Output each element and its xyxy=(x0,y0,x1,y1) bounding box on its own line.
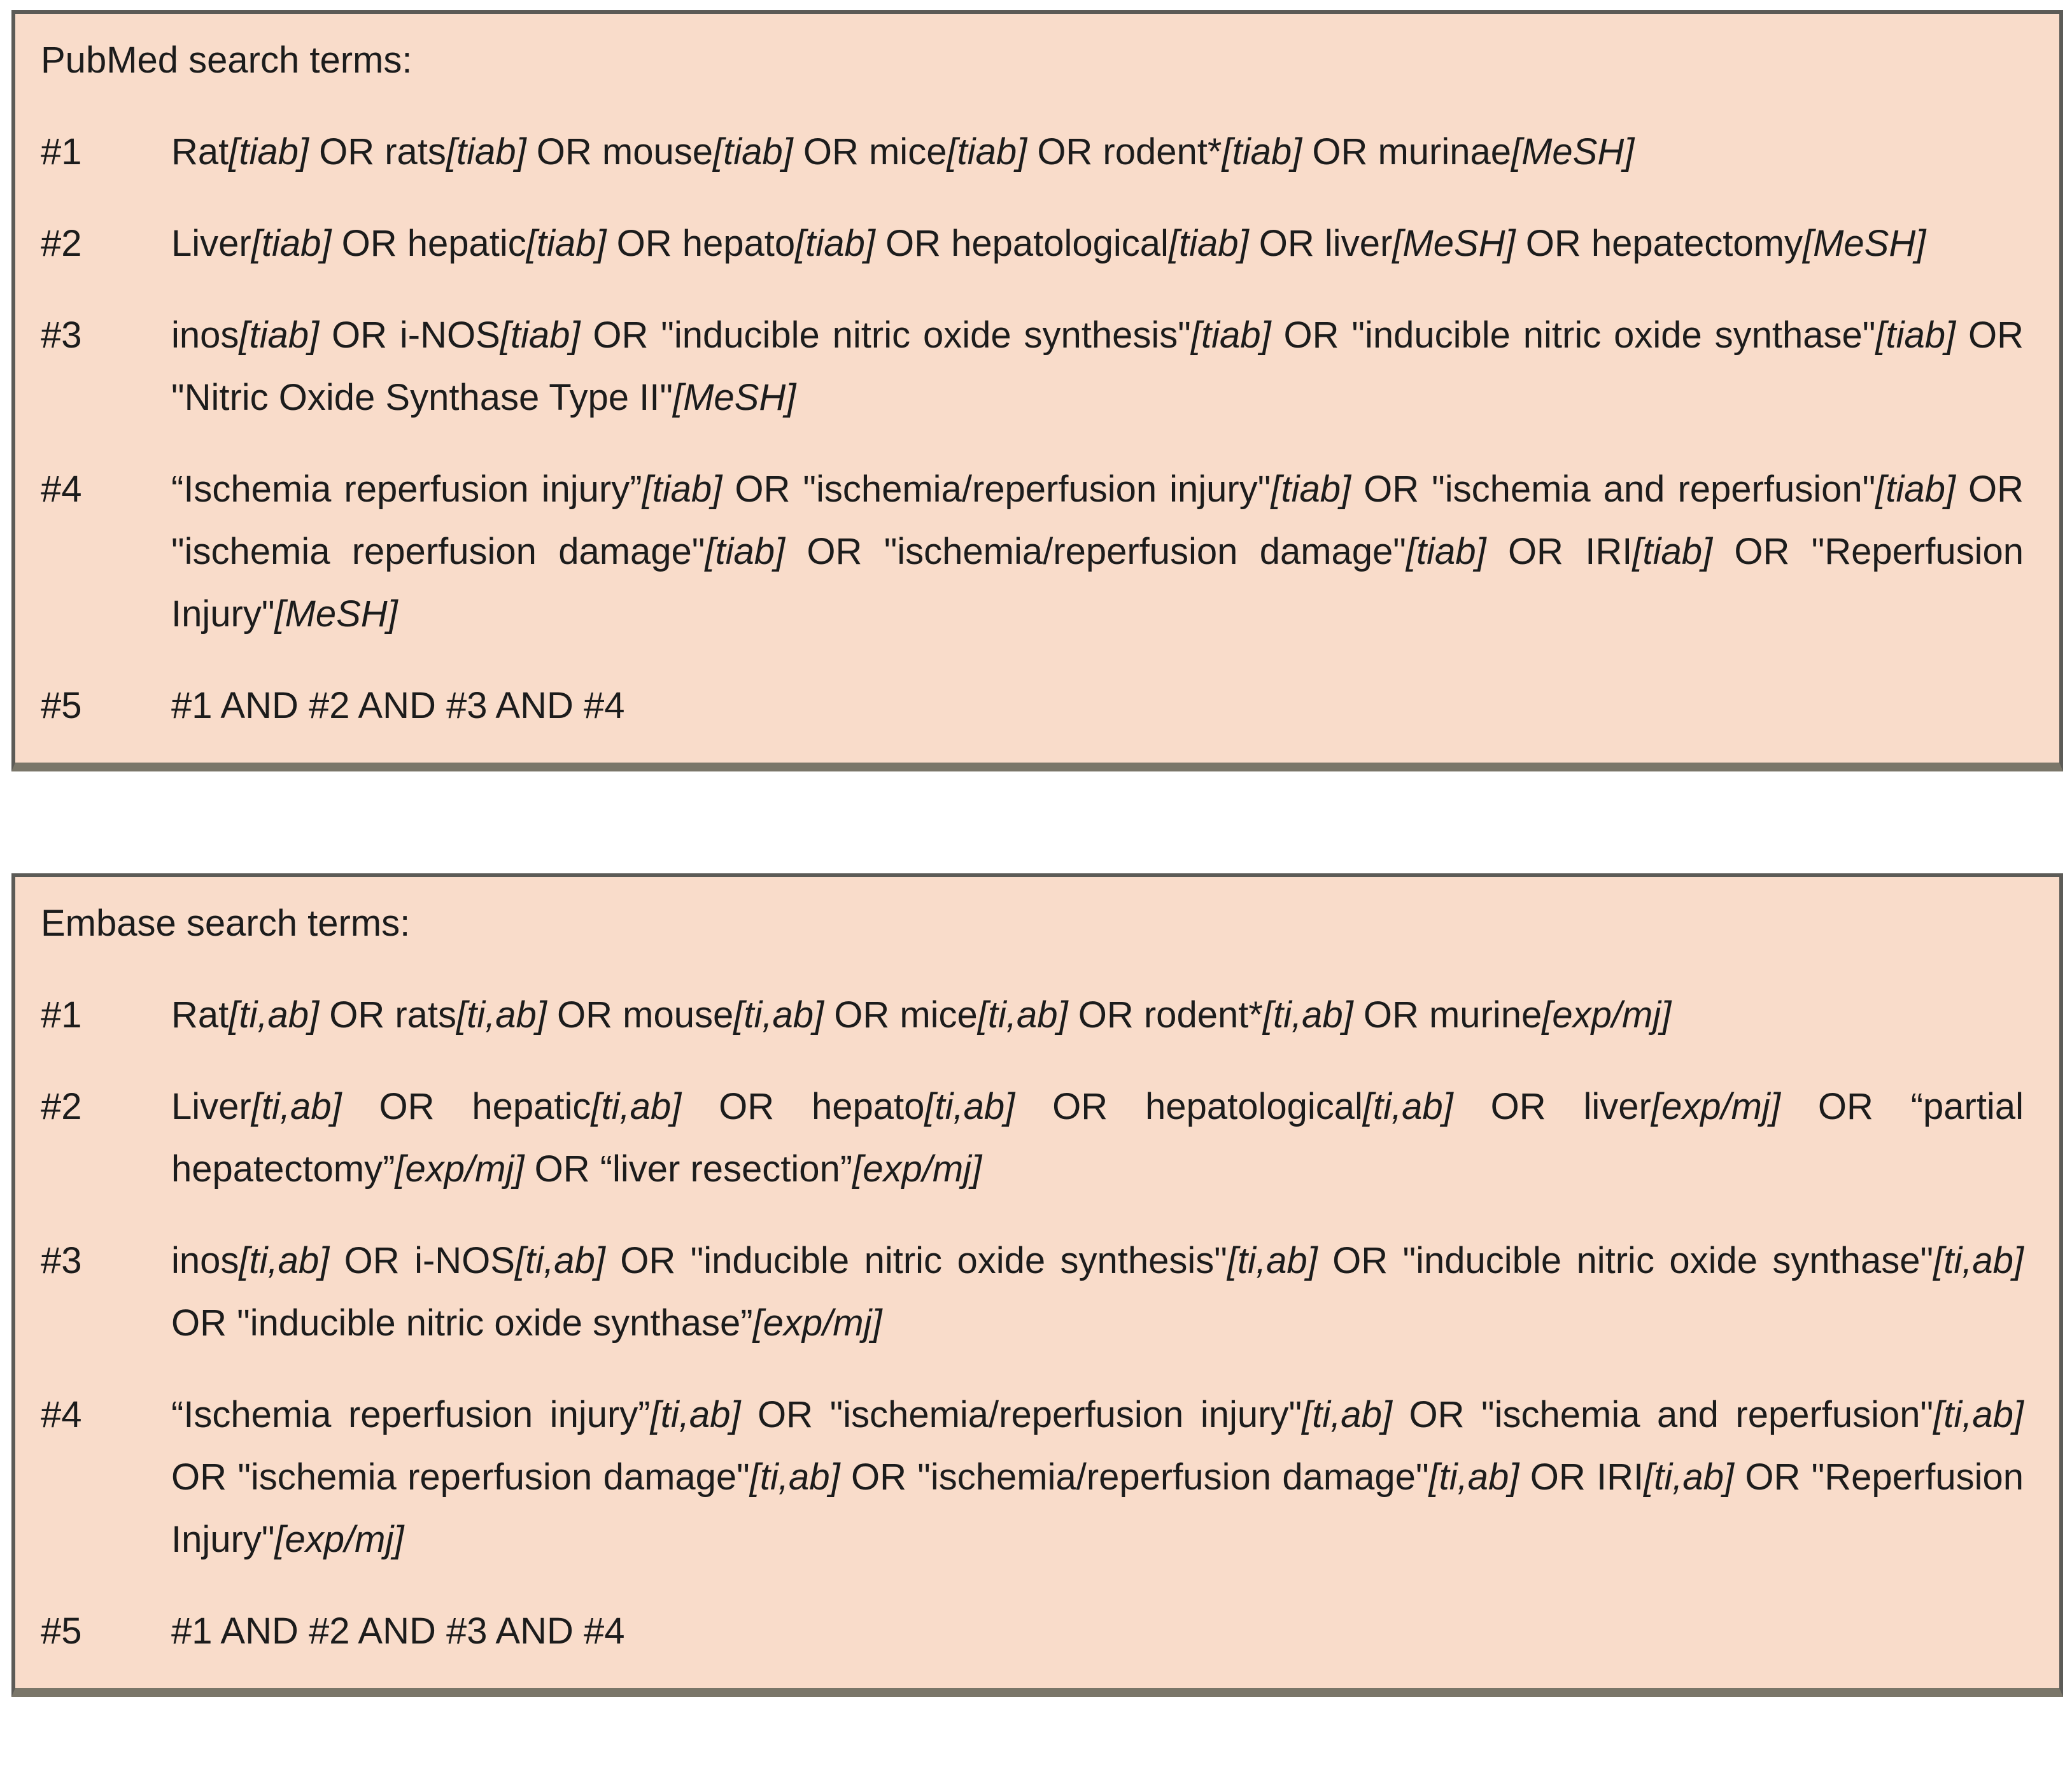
search-row: #2 Liver[ti,ab] OR hepatic[ti,ab] OR hep… xyxy=(41,1076,2024,1200)
page: { "colors": { "box_bg": "#f9dcca", "box_… xyxy=(0,10,2072,1781)
search-row-number: #5 xyxy=(41,1610,82,1652)
search-row-terms: “Ischemia reperfusion injury”[tiab] OR "… xyxy=(171,468,2024,635)
embase-box-title: Embase search terms: xyxy=(41,903,411,944)
search-row-number: #1 xyxy=(41,131,82,172)
search-row: #5 #1 AND #2 AND #3 AND #4 xyxy=(41,675,2024,737)
search-row-number: #1 xyxy=(41,994,82,1036)
search-row: #5 #1 AND #2 AND #3 AND #4 xyxy=(41,1600,2024,1663)
search-row: #1 Rat[tiab] OR rats[tiab] OR mouse[tiab… xyxy=(41,121,2024,183)
pubmed-search-box: PubMed search terms: #1 Rat[tiab] OR rat… xyxy=(11,10,2063,771)
search-row-number: #3 xyxy=(41,1240,82,1281)
search-row-terms: Liver[ti,ab] OR hepatic[ti,ab] OR hepato… xyxy=(171,1086,2024,1190)
search-row-terms: Rat[tiab] OR rats[tiab] OR mouse[tiab] O… xyxy=(171,131,1635,172)
search-row-terms: #1 AND #2 AND #3 AND #4 xyxy=(171,1610,625,1652)
search-row-number: #4 xyxy=(41,1394,82,1435)
search-row: #4 “Ischemia reperfusion injury”[tiab] O… xyxy=(41,458,2024,645)
search-row-number: #5 xyxy=(41,685,82,726)
pubmed-box-title: PubMed search terms: xyxy=(41,39,412,81)
search-row-terms: Rat[ti,ab] OR rats[ti,ab] OR mouse[ti,ab… xyxy=(171,994,1672,1036)
search-row: #2 Liver[tiab] OR hepatic[tiab] OR hepat… xyxy=(41,213,2024,275)
search-row-number: #2 xyxy=(41,223,82,264)
search-row: #4 “Ischemia reperfusion injury”[ti,ab] … xyxy=(41,1384,2024,1571)
search-row: #3 inos[tiab] OR i-NOS[tiab] OR "inducib… xyxy=(41,304,2024,429)
search-row: #1 Rat[ti,ab] OR rats[ti,ab] OR mouse[ti… xyxy=(41,984,2024,1046)
search-row-number: #3 xyxy=(41,314,82,356)
search-row-terms: inos[tiab] OR i-NOS[tiab] OR "inducible … xyxy=(171,314,2024,418)
search-row-terms: inos[ti,ab] OR i-NOS[ti,ab] OR "inducibl… xyxy=(171,1240,2024,1344)
search-row-terms: #1 AND #2 AND #3 AND #4 xyxy=(171,685,625,726)
embase-search-box: Embase search terms: #1 Rat[ti,ab] OR ra… xyxy=(11,873,2063,1697)
search-row: #3 inos[ti,ab] OR i-NOS[ti,ab] OR "induc… xyxy=(41,1230,2024,1355)
search-row-terms: “Ischemia reperfusion injury”[ti,ab] OR … xyxy=(171,1394,2024,1560)
search-row-terms: Liver[tiab] OR hepatic[tiab] OR hepato[t… xyxy=(171,223,1926,264)
search-row-number: #2 xyxy=(41,1086,82,1127)
search-row-number: #4 xyxy=(41,468,82,510)
